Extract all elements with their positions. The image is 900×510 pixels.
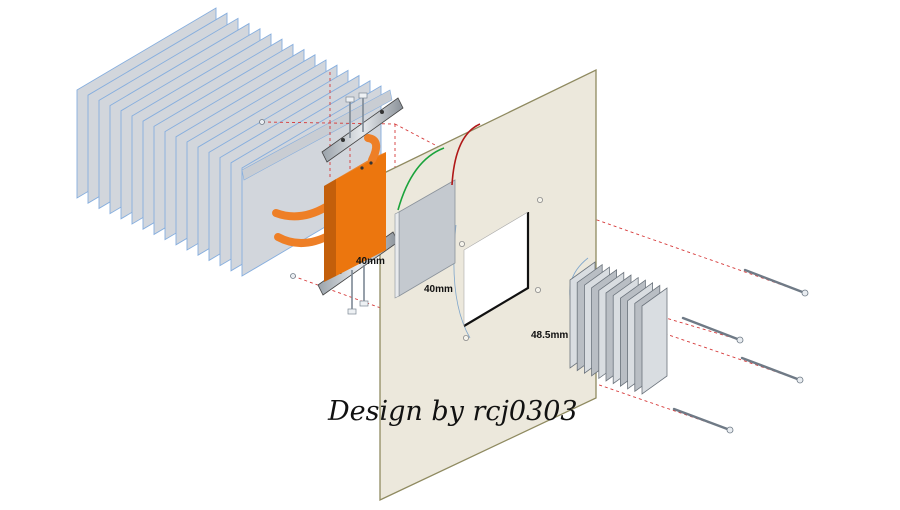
dimension-label-small-sink: 48.5mm (531, 330, 568, 341)
large-heatsink (76, 7, 393, 277)
heat-pipe (272, 203, 330, 221)
bracket-screws (345, 92, 369, 315)
long-screw (681, 316, 742, 342)
panel-cutout-edge-dark (463, 212, 530, 327)
heatsink-base (241, 89, 393, 181)
panel-holes (458, 196, 544, 341)
peltier-module (394, 123, 481, 299)
small-heatsink-fin (641, 287, 668, 395)
heat-pipe (364, 134, 381, 164)
peltier-wire-green (397, 147, 445, 211)
panel-cutout-edge-light (463, 211, 529, 326)
copper-cold-block (272, 134, 386, 282)
dimension-label-peltier: 40mm (424, 284, 453, 295)
long-screw (743, 268, 807, 295)
screw-heads (259, 119, 809, 434)
guide-line (539, 199, 806, 294)
long-screw (740, 356, 802, 382)
guide-line (462, 337, 731, 431)
long-screw (672, 407, 732, 432)
designer-credit: Design by rcj0303 (327, 396, 578, 427)
peltier-wire-red (451, 123, 481, 186)
dimension-label-block: 40mm (356, 256, 385, 267)
small-heatsink (569, 261, 668, 395)
long-screws (672, 268, 807, 432)
